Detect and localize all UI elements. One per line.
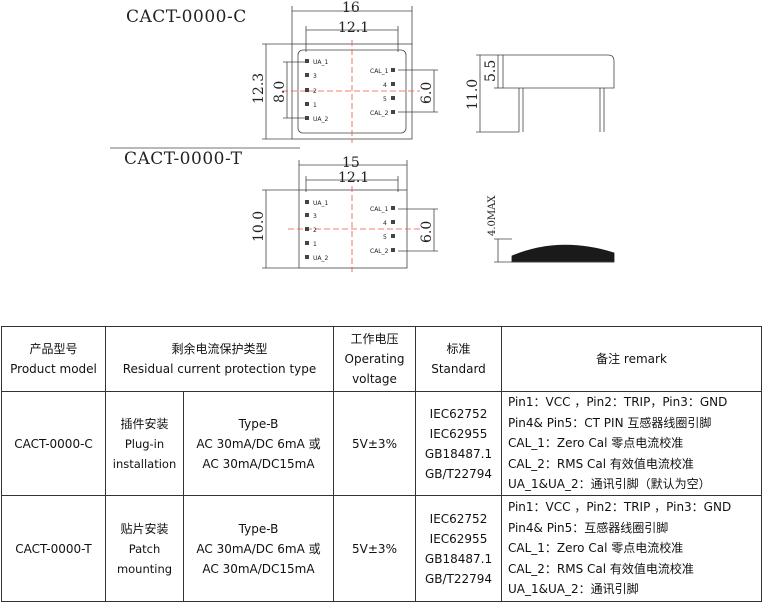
row-remark: Pin1：VCC ，Pin2：TRIP，Pin3：GND Pin4& Pin5：… (501, 391, 762, 496)
pin-label: UA_2 (313, 255, 328, 262)
dim-patch-thickness: 4.0MAX (487, 195, 498, 236)
dim-side-total: 11.0 (465, 79, 481, 110)
dim-right-t: 6.0 (419, 221, 435, 243)
pin-label: UA_2 (313, 116, 328, 123)
dim-pin-row-c: 8.0 (272, 81, 288, 103)
pin-label: CAL_2 (370, 110, 389, 117)
pin-label: CAL_1 (370, 206, 389, 213)
pin-label: 2 (313, 227, 317, 234)
row-model: CACT-0000-T (1, 495, 106, 602)
c-model-label: CACT-0000-C (126, 7, 247, 27)
pin-label: CAL_2 (370, 248, 389, 255)
row-voltage: 5V±3% (333, 495, 416, 602)
t-model-label: CACT-0000-T (124, 149, 243, 169)
row-type: Type-B AC 30mA/DC 6mA 或 AC 30mA/DC15mA (183, 495, 334, 602)
dim-height-c: 12.3 (251, 73, 267, 104)
pin-label: 4 (383, 82, 387, 89)
table-header-row: 产品型号 Product model 剩余电流保护类型 Residual cur… (1, 326, 762, 392)
header-standard: 标准 Standard (415, 326, 502, 392)
dim-width-c: 16 (342, 0, 360, 16)
spec-table: 产品型号 Product model 剩余电流保护类型 Residual cur… (1, 326, 762, 602)
header-type: 剩余电流保护类型 Residual current protection typ… (105, 326, 334, 392)
pin-label: CAL_1 (370, 68, 389, 75)
row-standard: IEC62752 IEC62955 GB18487.1 GB/T22794 (415, 391, 502, 496)
row-install: 插件安装 Plug-in installation (105, 391, 184, 496)
pin-label: 5 (383, 96, 387, 103)
row-install: 贴片安装 Patch mounting (105, 495, 184, 602)
pin-label: 1 (313, 102, 317, 109)
dim-height-t: 10.0 (251, 211, 267, 242)
mechanical-drawing: CACT-0000-C CACT-0000-T 16 12.1 15 12.1 … (110, 0, 615, 272)
pin-label: 3 (313, 213, 317, 220)
table-row: CACT-0000-T 贴片安装 Patch mounting Type-B A… (1, 495, 762, 602)
dim-pin-span-t: 12.1 (338, 170, 369, 186)
header-voltage: 工作电压 Operating voltage (333, 326, 416, 392)
header-model: 产品型号 Product model (1, 326, 106, 392)
row-remark: Pin1：VCC ，Pin2：TRIP ，Pin3：GND Pin4& Pin5… (501, 495, 762, 602)
table-row: CACT-0000-C 插件安装 Plug-in installation Ty… (1, 391, 762, 496)
pin-label: UA_1 (313, 200, 328, 207)
dim-right-c: 6.0 (419, 82, 435, 104)
pin-label: UA_1 (313, 59, 328, 66)
pin-label: 1 (313, 241, 317, 248)
dim-pin-span-c: 12.1 (338, 20, 369, 36)
header-remark: 备注 remark (501, 326, 762, 392)
dim-side-body: 5.5 (483, 60, 499, 82)
pin-label: 5 (383, 234, 387, 241)
dim-width-t: 15 (342, 155, 360, 171)
row-standard: IEC62752 IEC62955 GB18487.1 GB/T22794 (415, 495, 502, 602)
pin-label: 3 (313, 73, 317, 80)
pin-label: 4 (383, 220, 387, 227)
row-voltage: 5V±3% (333, 391, 416, 496)
pin-label: 2 (313, 88, 317, 95)
row-type: Type-B AC 30mA/DC 6mA 或 AC 30mA/DC15mA (183, 391, 334, 496)
row-model: CACT-0000-C (1, 391, 106, 496)
